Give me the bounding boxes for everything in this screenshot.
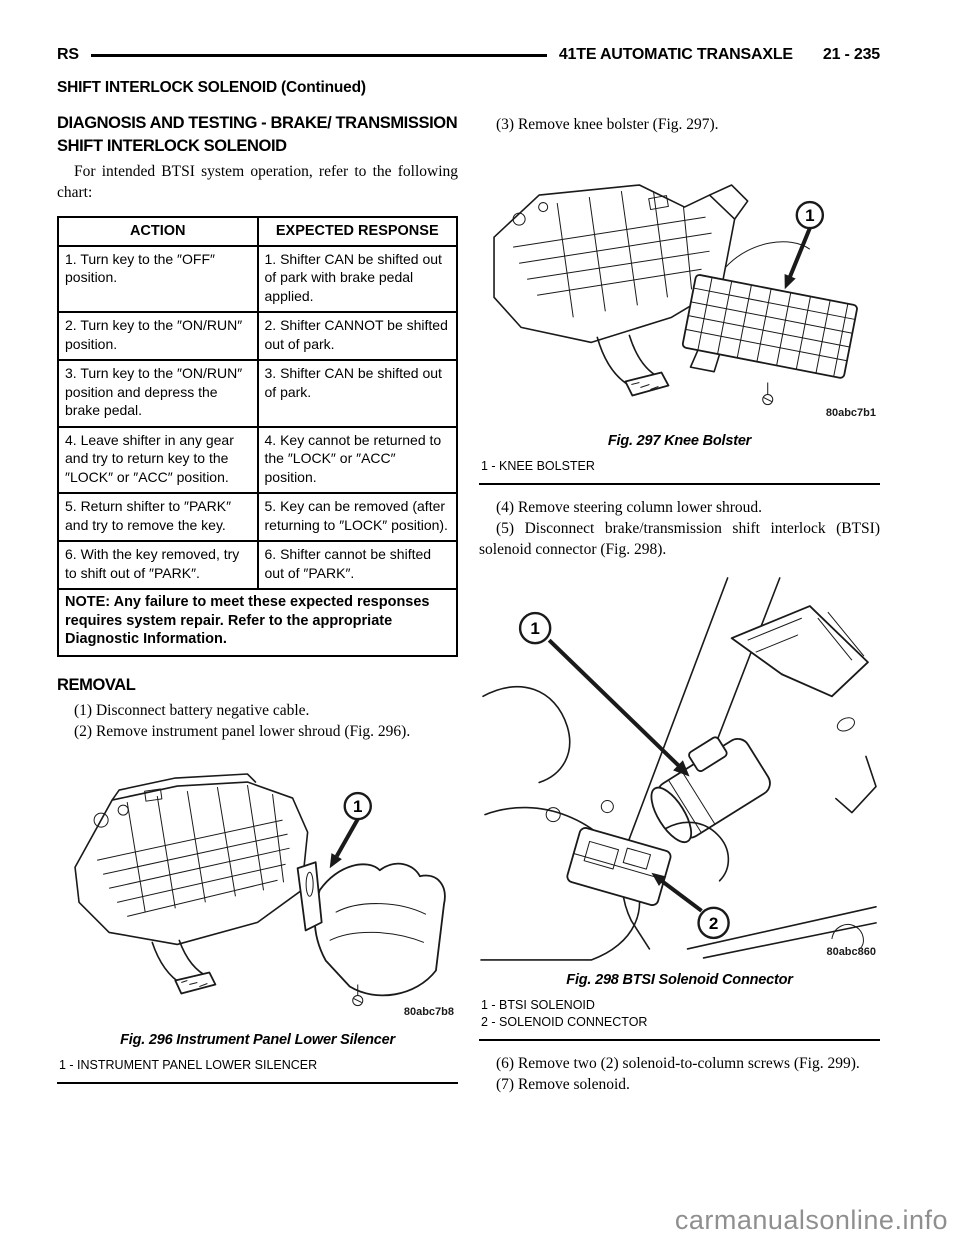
table-header-row: ACTION EXPECTED RESPONSE — [57, 216, 458, 247]
response-cell: 2. Shifter CANNOT be shifted out of park… — [256, 311, 458, 361]
note-cell: NOTE: Any failure to meet these expected… — [57, 588, 458, 657]
step-2: (2) Remove instrument panel lower shroud… — [74, 722, 411, 740]
btsi-diagnosis-table: ACTION EXPECTED RESPONSE 1. Turn key to … — [57, 216, 458, 657]
response-cell: 4. Key cannot be returned to the ″LOCK″ … — [256, 425, 458, 494]
intro-paragraph: For intended BTSI system operation, refe… — [57, 163, 458, 201]
removal-steps: (1) Disconnect battery negative cable. (… — [57, 700, 458, 742]
table-note-row: NOTE: Any failure to meet these expected… — [57, 588, 458, 657]
action-cell: 3. Turn key to the ″ON/RUN″ position and… — [57, 359, 259, 428]
callout-1-label: 1 — [805, 206, 814, 225]
legend-item: 1 - INSTRUMENT PANEL LOWER SILENCER — [59, 1058, 318, 1073]
header-rule — [90, 53, 547, 57]
table-row: 1. Turn key to the ″OFF″ position. 1. Sh… — [57, 244, 458, 313]
figure-298-caption: Fig. 298 BTSI Solenoid Connector — [566, 971, 793, 988]
figure-297: 1 80abc7b1 — [479, 177, 880, 423]
step-4: (4) Remove steering column lower shroud. — [496, 498, 763, 516]
table-row: 3. Turn key to the ″ON/RUN″ position and… — [57, 359, 458, 428]
figure-296-illustration: 1 — [74, 772, 446, 1006]
action-cell: 2. Turn key to the ″ON/RUN″ position. — [57, 311, 259, 361]
response-cell: 5. Key can be removed (after returning t… — [256, 492, 458, 542]
figure-298-legend: 1 - BTSI SOLENOID 2 - SOLENOID CONNECTOR — [479, 995, 880, 1041]
figure-297-caption: Fig. 297 Knee Bolster — [607, 432, 752, 449]
callout-1-marker — [343, 791, 372, 820]
removal-title: REMOVAL — [57, 675, 136, 694]
right-column: (3) Remove knee bolster (Fig. 297). — [479, 112, 880, 1095]
step-1: (1) Disconnect battery negative cable. — [74, 701, 310, 719]
figure-296-code: 80abc7b8 — [403, 1006, 454, 1019]
continued-heading: SHIFT INTERLOCK SOLENOID (Continued) — [57, 79, 366, 96]
callout-1-label: 1 — [530, 619, 539, 638]
table-row: 5. Return shifter to ″PARK″ and try to r… — [57, 492, 458, 542]
figure-296: 1 80abc7b8 — [57, 772, 458, 1023]
table-row: 2. Turn key to the ″ON/RUN″ position. 2.… — [57, 311, 458, 361]
table-row: 6. With the key removed, try to shift ou… — [57, 540, 458, 590]
table-row: 4. Leave shifter in any gear and try to … — [57, 425, 458, 494]
section-name: 41TE AUTOMATIC TRANSAXLE — [558, 46, 793, 63]
callout-1-marker — [795, 200, 825, 230]
callout-2-label: 2 — [709, 913, 718, 932]
legend-item: 2 - SOLENOID CONNECTOR — [481, 1014, 648, 1029]
model-code: RS — [57, 46, 79, 63]
steps-6-7: (6) Remove two (2) solenoid-to-column sc… — [479, 1053, 880, 1095]
step-5: (5) Disconnect brake/transmission shift … — [479, 519, 880, 558]
legend-item: 1 - BTSI SOLENOID — [481, 997, 595, 1012]
callout-1-label: 1 — [353, 797, 362, 816]
action-cell: 6. With the key removed, try to shift ou… — [57, 540, 259, 590]
steps-4-5: (4) Remove steering column lower shroud.… — [479, 497, 880, 560]
response-cell: 3. Shifter CAN be shifted out of park. — [256, 359, 458, 428]
figure-298-code: 80abc860 — [826, 945, 876, 958]
two-column-layout: DIAGNOSIS AND TESTING - BRAKE/ TRANSMISS… — [57, 112, 880, 1095]
figure-296-caption: Fig. 296 Instrument Panel Lower Silencer — [120, 1032, 395, 1049]
response-cell: 6. Shifter cannot be shifted out of ″PAR… — [256, 540, 458, 590]
figure-298: 1 2 80abc860 — [479, 576, 880, 962]
step-7: (7) Remove solenoid. — [496, 1075, 630, 1093]
action-cell: 4. Leave shifter in any gear and try to … — [57, 425, 259, 494]
column-header-expected-response: EXPECTED RESPONSE — [256, 216, 458, 247]
figure-298-illustration: 1 2 — [480, 576, 877, 961]
step-6: (6) Remove two (2) solenoid-to-column sc… — [496, 1054, 860, 1072]
action-cell: 1. Turn key to the ″OFF″ position. — [57, 244, 259, 313]
callout-2-marker — [697, 906, 730, 939]
figure-297-code: 80abc7b1 — [825, 406, 876, 419]
diagnosis-section-title: DIAGNOSIS AND TESTING - BRAKE/ TRANSMISS… — [57, 114, 458, 155]
step-3: (3) Remove knee bolster (Fig. 297). — [496, 116, 719, 133]
figure-297-illustration: 1 — [493, 184, 858, 406]
figure-296-legend: 1 - INSTRUMENT PANEL LOWER SILENCER — [57, 1055, 458, 1085]
legend-item: 1 - KNEE BOLSTER — [481, 458, 595, 473]
page-number: 21 - 235 — [822, 46, 880, 63]
column-header-action: ACTION — [57, 216, 259, 247]
response-cell: 1. Shifter CAN be shifted out of park wi… — [256, 244, 458, 313]
watermark: carmanualsonline.info — [674, 1205, 948, 1235]
figure-297-legend: 1 - KNEE BOLSTER — [479, 456, 880, 485]
callout-1-marker — [518, 611, 552, 644]
action-cell: 5. Return shifter to ″PARK″ and try to r… — [57, 492, 259, 542]
left-column: DIAGNOSIS AND TESTING - BRAKE/ TRANSMISS… — [57, 112, 458, 1095]
running-head: RS 41TE AUTOMATIC TRANSAXLE 21 - 235 — [57, 46, 880, 64]
